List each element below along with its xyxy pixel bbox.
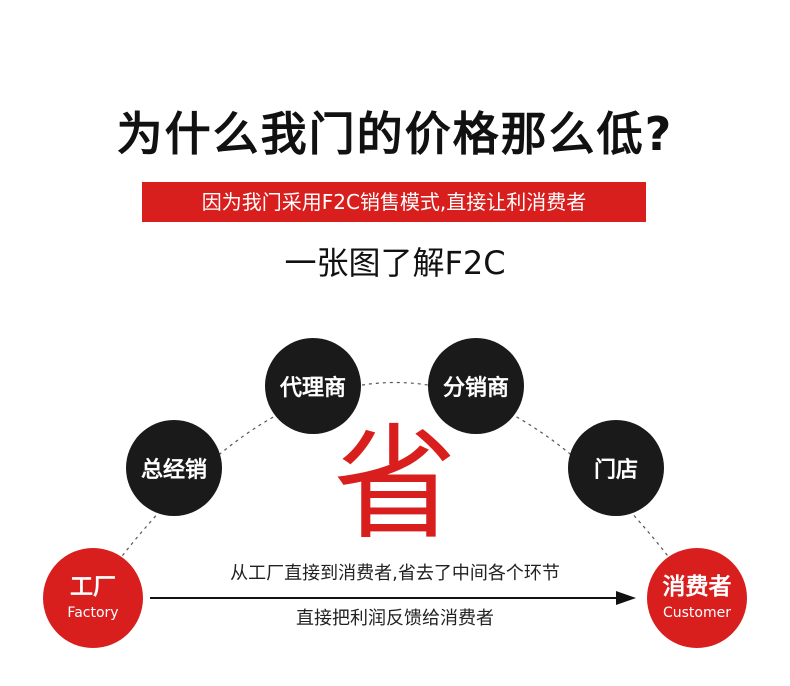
factory-label: 工厂 bbox=[70, 574, 116, 600]
reseller-label: 分销商 bbox=[442, 376, 509, 401]
distributor-label: 总经销 bbox=[140, 458, 207, 483]
consumer-label-en: Customer bbox=[662, 605, 731, 621]
distributor-node: 总经销 bbox=[126, 420, 222, 516]
store-label: 门店 bbox=[593, 458, 638, 483]
factory-label-en: Factory bbox=[67, 605, 119, 621]
consumer-label: 消费者 bbox=[662, 574, 732, 600]
consumer-node: 消费者 Customer bbox=[647, 548, 747, 648]
factory-node: 工厂 Factory bbox=[43, 548, 143, 648]
diagram-heading: 一张图了解F2C bbox=[284, 244, 506, 282]
agent-label: 代理商 bbox=[279, 376, 346, 401]
store-node: 门店 bbox=[568, 420, 664, 516]
save-character: 省 bbox=[332, 413, 457, 557]
direct-caption: 从工厂直接到消费者,省去了中间各个环节 bbox=[230, 563, 560, 584]
profit-caption: 直接把利润反馈给消费者 bbox=[296, 608, 494, 629]
reseller-node: 分销商 bbox=[428, 338, 524, 434]
page-title: 为什么我门的价格那么低? bbox=[116, 107, 674, 161]
agent-node: 代理商 bbox=[265, 338, 361, 434]
arrow-head-icon bbox=[616, 591, 636, 605]
subtitle-banner: 因为我门采用F2C销售模式,直接让利消费者 bbox=[142, 182, 646, 222]
